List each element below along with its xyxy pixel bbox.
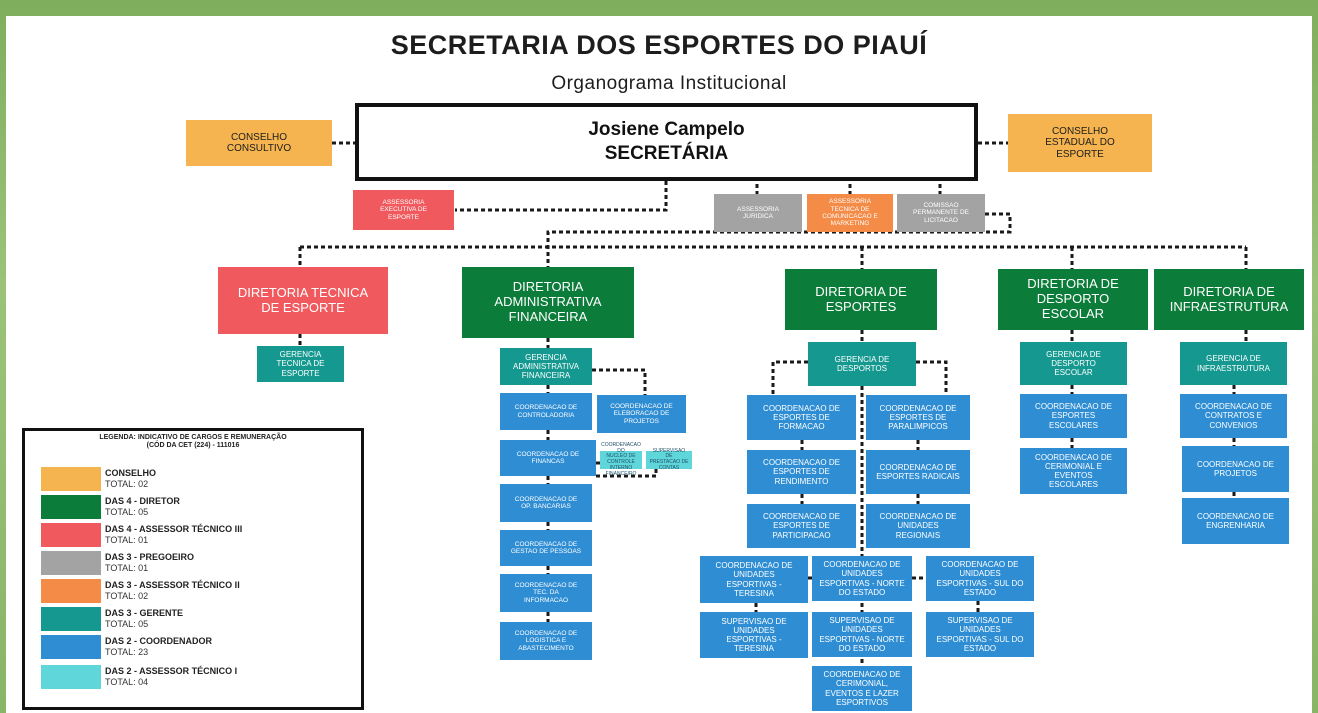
legend-item: DAS 3 - GERENTE TOTAL: 05 [41,607,361,631]
legend-swatch [41,635,101,659]
legend-swatch [41,551,101,575]
node-coord-projetos-infra: COORDENACAO DE PROJETOS [1182,446,1289,492]
node-coord-op-bancarias: COORDENACAO DE OP. BANCARIAS [500,484,592,522]
legend-label: DAS 4 - DIRETOR [105,496,180,506]
secretary-name: Josiene Campelo [588,119,745,141]
node-diretoria-escolar: DIRETORIA DE DESPORTO ESCOLAR [998,269,1148,330]
node-diretoria-tecnica: DIRETORIA TECNICA DE ESPORTE [218,267,388,334]
legend-item: DAS 3 - ASSESSOR TÉCNICO II TOTAL: 02 [41,579,361,603]
node-coord-contratos: COORDENACAO DE CONTRATOS E CONVENIOS [1180,394,1287,438]
node-conselho-consultivo: CONSELHO CONSULTIVO [186,120,332,166]
legend-total: TOTAL: 05 [105,619,149,629]
node-comissao-licitacao: COMISSAO PERMANENTE DE LICITACAO [897,194,985,232]
node-coord-logistica: COORDENACAO DE LOGISTICA E ABASTECIMENTO [500,622,592,660]
page-subtitle: Organograma Institucional [551,73,787,94]
node-coord-unidades-norte: COORDENACAO DE UNIDADES ESPORTIVAS - NOR… [812,556,912,601]
legend-swatch [41,495,101,519]
legend-label: DAS 2 - COORDENADOR [105,636,213,646]
legend-item: DAS 2 - ASSESSOR TÉCNICO I TOTAL: 04 [41,665,361,689]
node-gerencia-escolar: GERENCIA DE DESPORTO ESCOLAR [1020,342,1127,385]
legend-total: TOTAL: 23 [105,647,149,657]
node-gerencia-desportos: GERENCIA DE DESPORTOS [808,342,916,386]
node-diretoria-infraestrutura: DIRETORIA DE INFRAESTRUTURA [1154,269,1304,330]
node-coord-regionais: COORDENACAO DE UNIDADES REGIONAIS [866,504,970,548]
legend-label: DAS 4 - ASSESSOR TÉCNICO III [105,524,243,534]
secretary-role: SECRETÁRIA [604,143,729,164]
legend-label: CONSELHO [105,468,157,478]
legend-item: DAS 2 - COORDENADOR TOTAL: 23 [41,635,361,659]
page-title: SECRETARIA DOS ESPORTES DO PIAUÍ [390,30,928,60]
node-coord-esportes-escolares: COORDENACAO DE ESPORTES ESCOLARES [1020,394,1127,438]
secretary-box: Josiene Campelo SECRETÁRIA [355,103,978,181]
node-gerencia-administrativa: GERENCIA ADMINISTRATIVA FINANCEIRA [500,348,592,385]
legend: LEGENDA: INDICATIVO DE CARGOS E REMUNERA… [22,428,364,710]
node-sup-prestacao-contas: SUPERVISAO DE PRESTACAO DE CONTAS [646,448,692,471]
node-assessoria-executiva: ASSESSORIA EXECUTIVA DE ESPORTE [353,190,454,230]
node-coord-unidades-teresina: COORDENACAO DE UNIDADES ESPORTIVAS - TER… [700,556,808,603]
node-coord-unidades-sul: COORDENACAO DE UNIDADES ESPORTIVAS - SUL… [926,556,1034,601]
legend-label: DAS 2 - ASSESSOR TÉCNICO I [105,666,238,676]
node-coord-cerimonial-escolar: COORDENACAO DE CERIMONIAL E EVENTOS ESCO… [1020,448,1127,494]
legend-swatch [41,467,101,491]
node-sup-unidades-sul: SUPERVISAO DE UNIDADES ESPORTIVAS - SUL … [926,612,1034,657]
legend-swatch [41,607,101,631]
node-assessoria-juridica: ASSESSORIA JURIDICA [714,194,802,232]
node-gerencia-tecnica: GERENCIA TECNICA DE ESPORTE [257,346,344,382]
node-coord-elaboracao-projetos: COORDENACAO DE ELEBORACAO DE PROJETOS [597,395,686,433]
node-coord-paralimpicos: COORDENACAO DE ESPORTES DE PARALIMPICOS [866,395,970,440]
legend-item: DAS 4 - ASSESSOR TÉCNICO III TOTAL: 01 [41,523,361,547]
legend-total: TOTAL: 05 [105,507,149,517]
node-coord-cerimonial-esportivo: COORDENACAO DE CERIMONIAL, EVENTOS E LAZ… [812,666,912,711]
node-sup-controle-interno: COORDENACAO DO NUCLEO DE CONTROLE INTERN… [600,442,642,476]
legend-label: DAS 3 - ASSESSOR TÉCNICO II [105,580,240,590]
legend-swatch [41,579,101,603]
legend-total: TOTAL: 02 [105,591,149,601]
node-coord-tec-informacao: COORDENACAO DE TEC. DA INFORMACAO [500,574,592,612]
legend-item: DAS 4 - DIRETOR TOTAL: 05 [41,495,361,519]
node-coord-participacao: COORDENACAO DE ESPORTES DE PARTICIPACAO [747,504,856,548]
node-coord-gestao-pessoas: COORDENACAO DE GESTAO DE PESSOAS [500,530,592,566]
node-coord-radicais: COORDENACAO DE ESPORTES RADICAIS [866,450,970,494]
node-coord-financas: COORDENACAO DE FINANCAS [500,440,596,476]
legend-total: TOTAL: 01 [105,535,149,545]
legend-total: TOTAL: 02 [105,479,149,489]
node-coord-formacao: COORDENACAO DE ESPORTES DE FORMACAO [747,395,856,440]
node-diretoria-administrativa: DIRETORIA ADMINISTRATIVA FINANCEIRA [462,267,634,338]
node-coord-controladoria: COORDENACAO DE CONTROLADORIA [500,393,592,430]
legend-item: DAS 3 - PREGOEIRO TOTAL: 01 [41,551,361,575]
node-coord-rendimento: COORDENACAO DE ESPORTES DE RENDIMENTO [747,450,856,494]
node-conselho-estadual: CONSELHO ESTADUAL DO ESPORTE [1008,114,1152,172]
node-sup-unidades-teresina: SUPERVISAO DE UNIDADES ESPORTIVAS - TERE… [700,612,808,658]
legend-total: TOTAL: 04 [105,677,149,687]
legend-total: TOTAL: 01 [105,563,149,573]
legend-label: DAS 3 - PREGOEIRO [105,552,195,562]
node-diretoria-esportes: DIRETORIA DE ESPORTES [785,269,937,330]
node-coord-engenharia: COORDENACAO DE ENGRENHARIA [1182,498,1289,544]
legend-title: LEGENDA: INDICATIVO DE CARGOS E REMUNERA… [99,434,287,450]
legend-swatch [41,523,101,547]
legend-item: CONSELHO TOTAL: 02 [41,467,361,491]
node-sup-unidades-norte: SUPERVISAO DE UNIDADES ESPORTIVAS - NORT… [812,612,912,657]
node-assessoria-comunicacao: ASSESSORIA TECNICA DE COMUNICACAO E MARK… [807,194,893,232]
node-gerencia-infraestrutura: GERENCIA DE INFRAESTRUTURA [1180,342,1287,385]
legend-label: DAS 3 - GERENTE [105,608,184,618]
legend-swatch [41,665,101,689]
